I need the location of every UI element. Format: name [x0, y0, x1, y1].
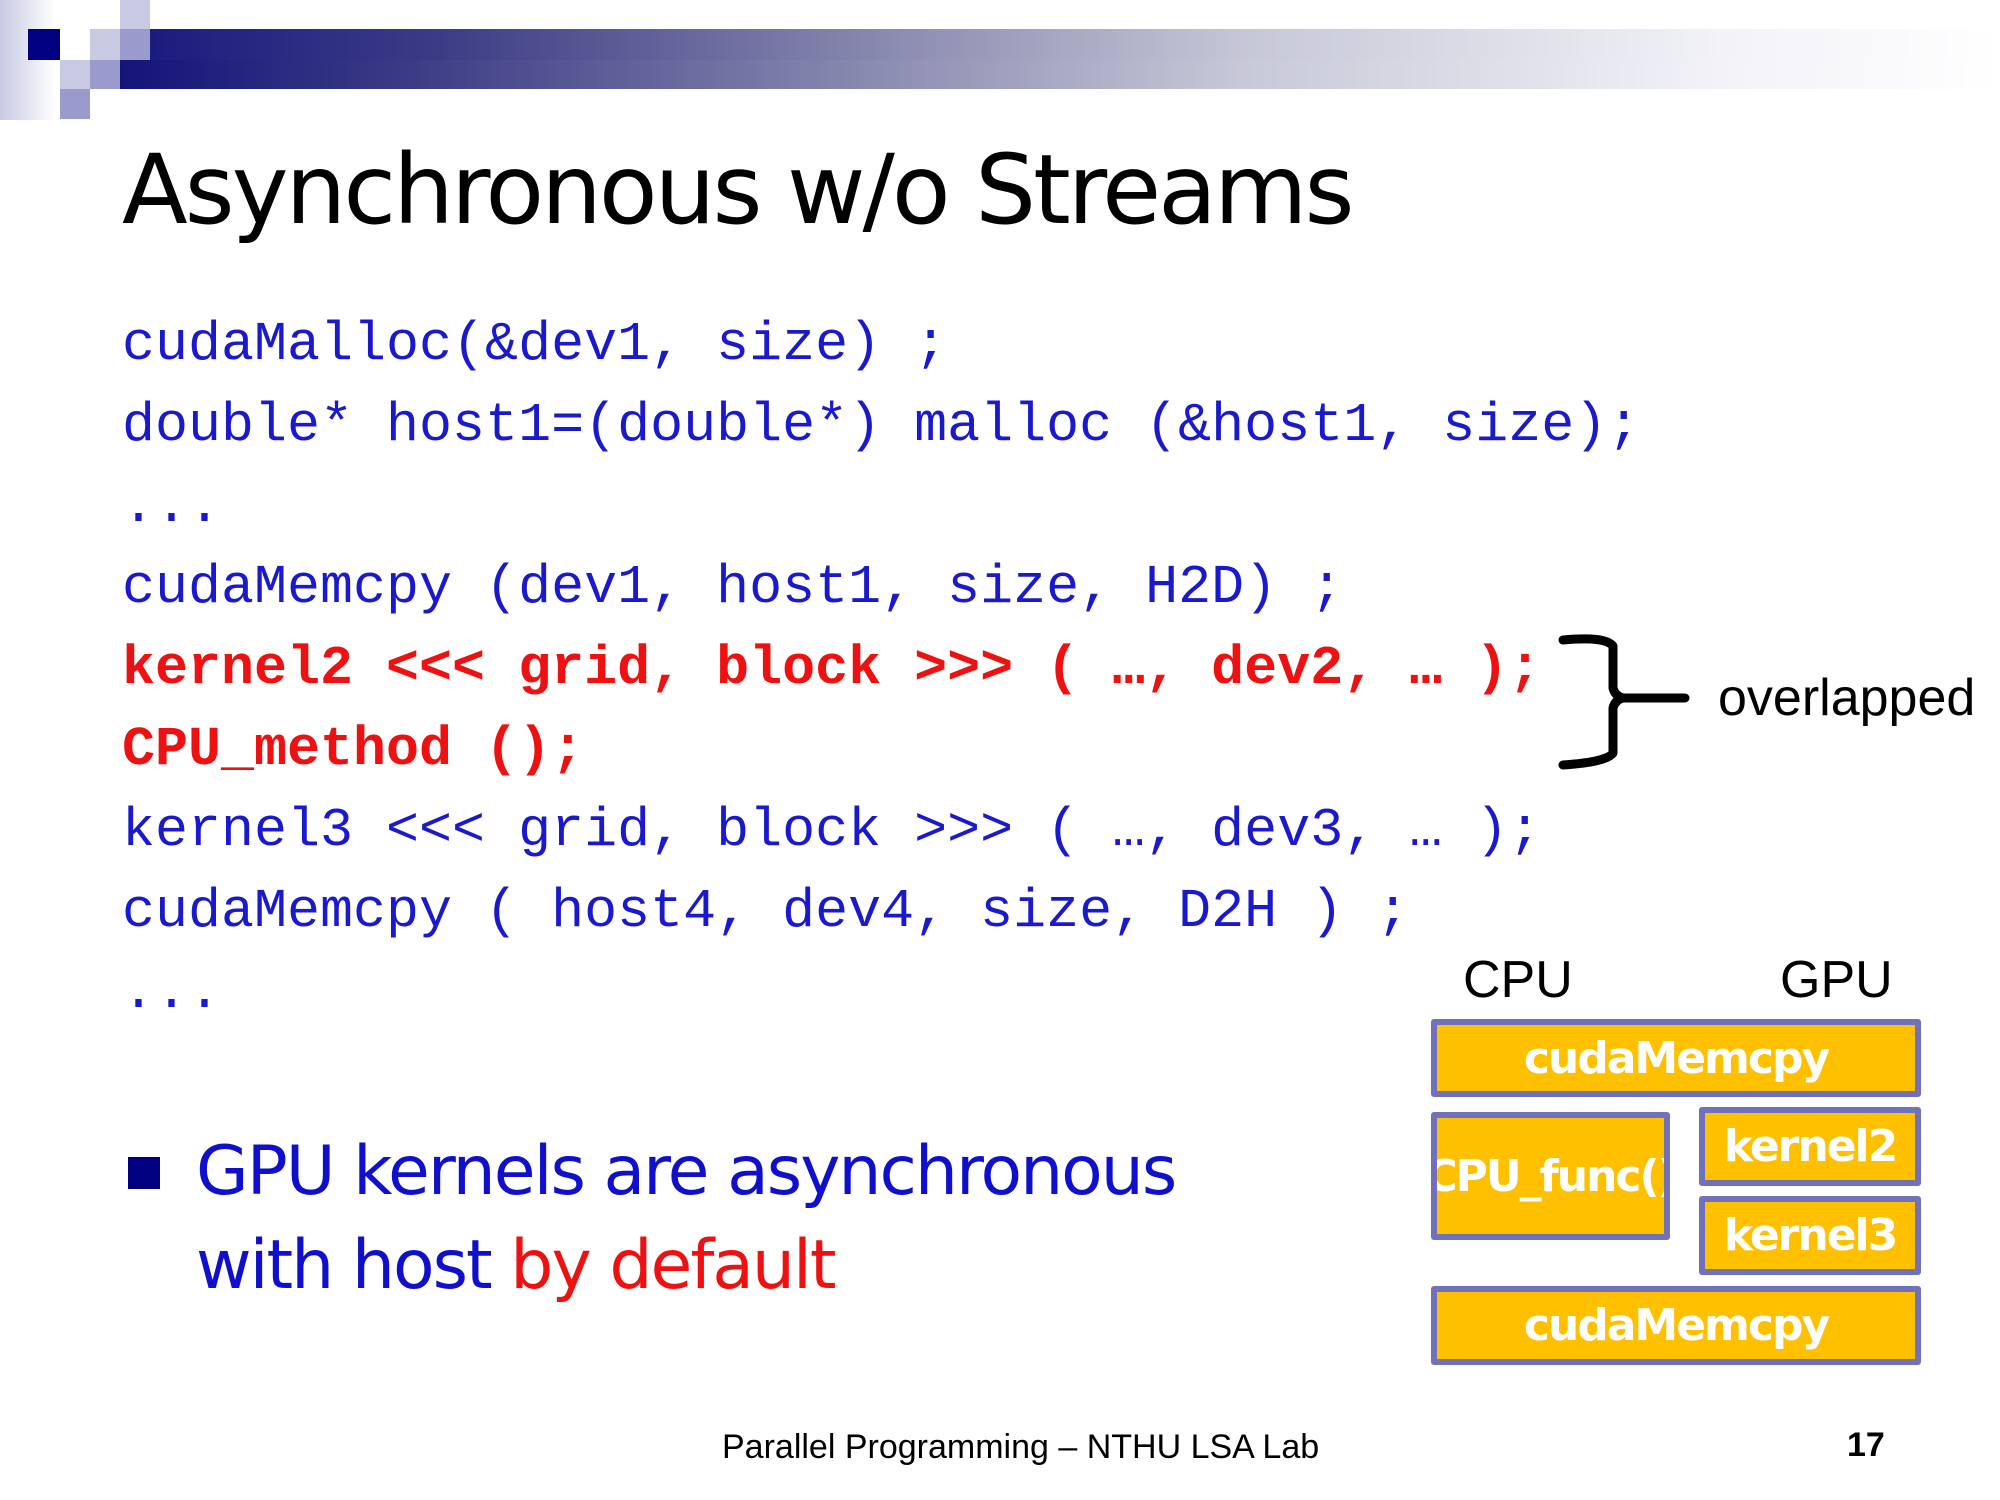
code-line: cudaMemcpy (dev1, host1, size, H2D) ;	[122, 556, 1344, 619]
page-number: 17	[1847, 1426, 1885, 1464]
bullet-line-2-highlight: by default	[510, 1226, 836, 1305]
header-left-gradient-strip	[0, 0, 55, 120]
bullet-text: GPU kernels are asynchronous with host b…	[196, 1125, 1177, 1313]
code-line: double* host1=(double*) malloc (&host1, …	[122, 394, 1641, 457]
bullet-line-2: with host by default	[196, 1219, 1175, 1313]
curly-brace-icon	[1558, 634, 1690, 770]
code-line: cudaMalloc(&dev1, size) ;	[122, 313, 948, 376]
slide-title: Asynchronous w/o Streams	[122, 134, 1354, 246]
kernel3-box: kernel3	[1699, 1196, 1921, 1275]
code-line: ...	[122, 475, 222, 538]
header-square-navy	[28, 29, 60, 60]
header-gradient-bar-upper	[150, 29, 2000, 60]
code-line-highlighted: kernel2 <<< grid, block >>> ( …, dev2, ……	[122, 637, 1542, 700]
header-square-medium	[120, 29, 150, 60]
code-line-highlighted: CPU_method ();	[122, 718, 585, 781]
bullet-line-1: GPU kernels are asynchronous	[196, 1132, 1177, 1211]
cpu-func-box: CPU_func()	[1431, 1112, 1670, 1240]
code-line: kernel3 <<< grid, block >>> ( …, dev3, ……	[122, 799, 1542, 862]
footer-text: Parallel Programming – NTHU LSA Lab	[722, 1428, 1320, 1466]
kernel2-box: kernel2	[1699, 1107, 1921, 1186]
header-gradient-bar-lower	[120, 60, 2000, 89]
header-square-light	[120, 0, 150, 29]
code-line: ...	[122, 961, 222, 1024]
header-square-light	[90, 29, 120, 60]
header-square-medium	[90, 60, 120, 89]
memcpy-d2h-box: cudaMemcpy	[1431, 1286, 1921, 1365]
header-square-light	[60, 60, 90, 89]
gpu-label: GPU	[1780, 951, 1893, 1009]
bullet-square-icon	[128, 1157, 160, 1189]
memcpy-h2d-box: cudaMemcpy	[1431, 1019, 1921, 1097]
header-square-medium	[60, 89, 90, 119]
bullet-line-2-normal: with host	[196, 1226, 511, 1305]
code-line: cudaMemcpy ( host4, dev4, size, D2H ) ;	[122, 880, 1410, 943]
overlapped-label: overlapped	[1718, 669, 1976, 727]
cpu-label: CPU	[1463, 951, 1573, 1009]
